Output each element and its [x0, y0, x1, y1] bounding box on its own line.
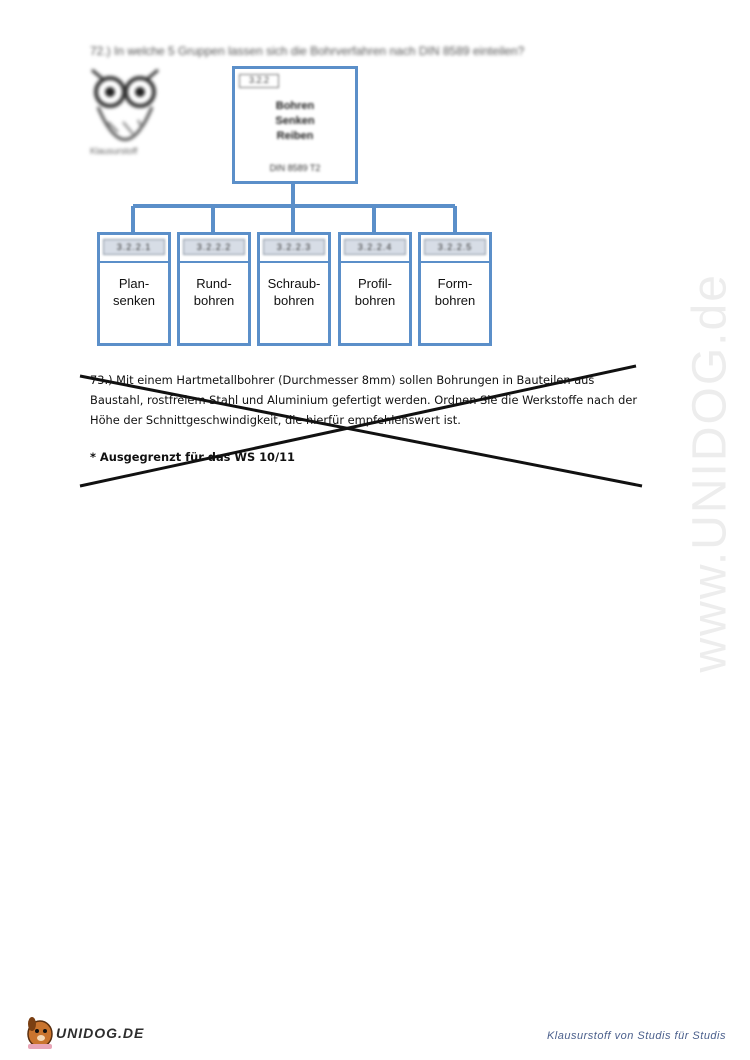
group-divider [341, 261, 409, 263]
group-box-schraubbohren: 3.2.2.3 Schraub- bohren [257, 232, 331, 346]
root-label-3: Reiben [276, 130, 314, 142]
question-72: 72.) In welche 5 Gruppen lassen sich die… [90, 44, 525, 58]
group-code: 3.2.2.1 [103, 239, 165, 255]
group-divider [180, 261, 248, 263]
owl-illustration [91, 68, 159, 141]
group-divider [421, 261, 489, 263]
group-label: Form- bohren [434, 276, 476, 308]
group-code: 3.2.2.4 [344, 239, 406, 255]
root-code: 3.2.2 [239, 74, 279, 88]
owl-caption: Klausurstoff [90, 146, 138, 156]
group-divider [100, 261, 168, 263]
root-label-2: Senken [275, 115, 315, 127]
group-label: Rund- bohren [193, 276, 235, 308]
group-divider [260, 261, 328, 263]
group-code: 3.2.2.2 [183, 239, 245, 255]
root-box: 3.2.2 Bohren Senken Reiben DIN 8589 T2 [232, 66, 358, 184]
root-labels: Bohren Senken Reiben [235, 99, 355, 144]
logo-text: UNIDOG.DE [56, 1025, 145, 1041]
tree-connectors [131, 181, 457, 232]
root-label-1: Bohren [275, 100, 315, 112]
group-box-formbohren: 3.2.2.5 Form- bohren [418, 232, 492, 346]
watermark: www.UNIDOG.de [683, 273, 737, 673]
group-box-plansenken: 3.2.2.1 Plan- senken [97, 232, 171, 346]
logo-dog-icon [27, 1017, 53, 1049]
strike-cross [79, 364, 643, 488]
root-norm: DIN 8589 T2 [269, 163, 321, 173]
group-box-rundbohren: 3.2.2.2 Rund- bohren [177, 232, 251, 346]
group-code: 3.2.2.5 [424, 239, 486, 255]
group-label: Schraub- bohren [267, 276, 321, 308]
group-label: Plan- senken [113, 276, 155, 308]
group-code: 3.2.2.3 [263, 239, 325, 255]
group-label: Profil- bohren [354, 276, 396, 308]
excluded-note: * Ausgegrenzt für das WS 10/11 [90, 450, 295, 464]
footer-text: Klausurstoff von Studis für Studis [546, 1030, 726, 1042]
group-box-profilbohren: 3.2.2.4 Profil- bohren [338, 232, 412, 346]
